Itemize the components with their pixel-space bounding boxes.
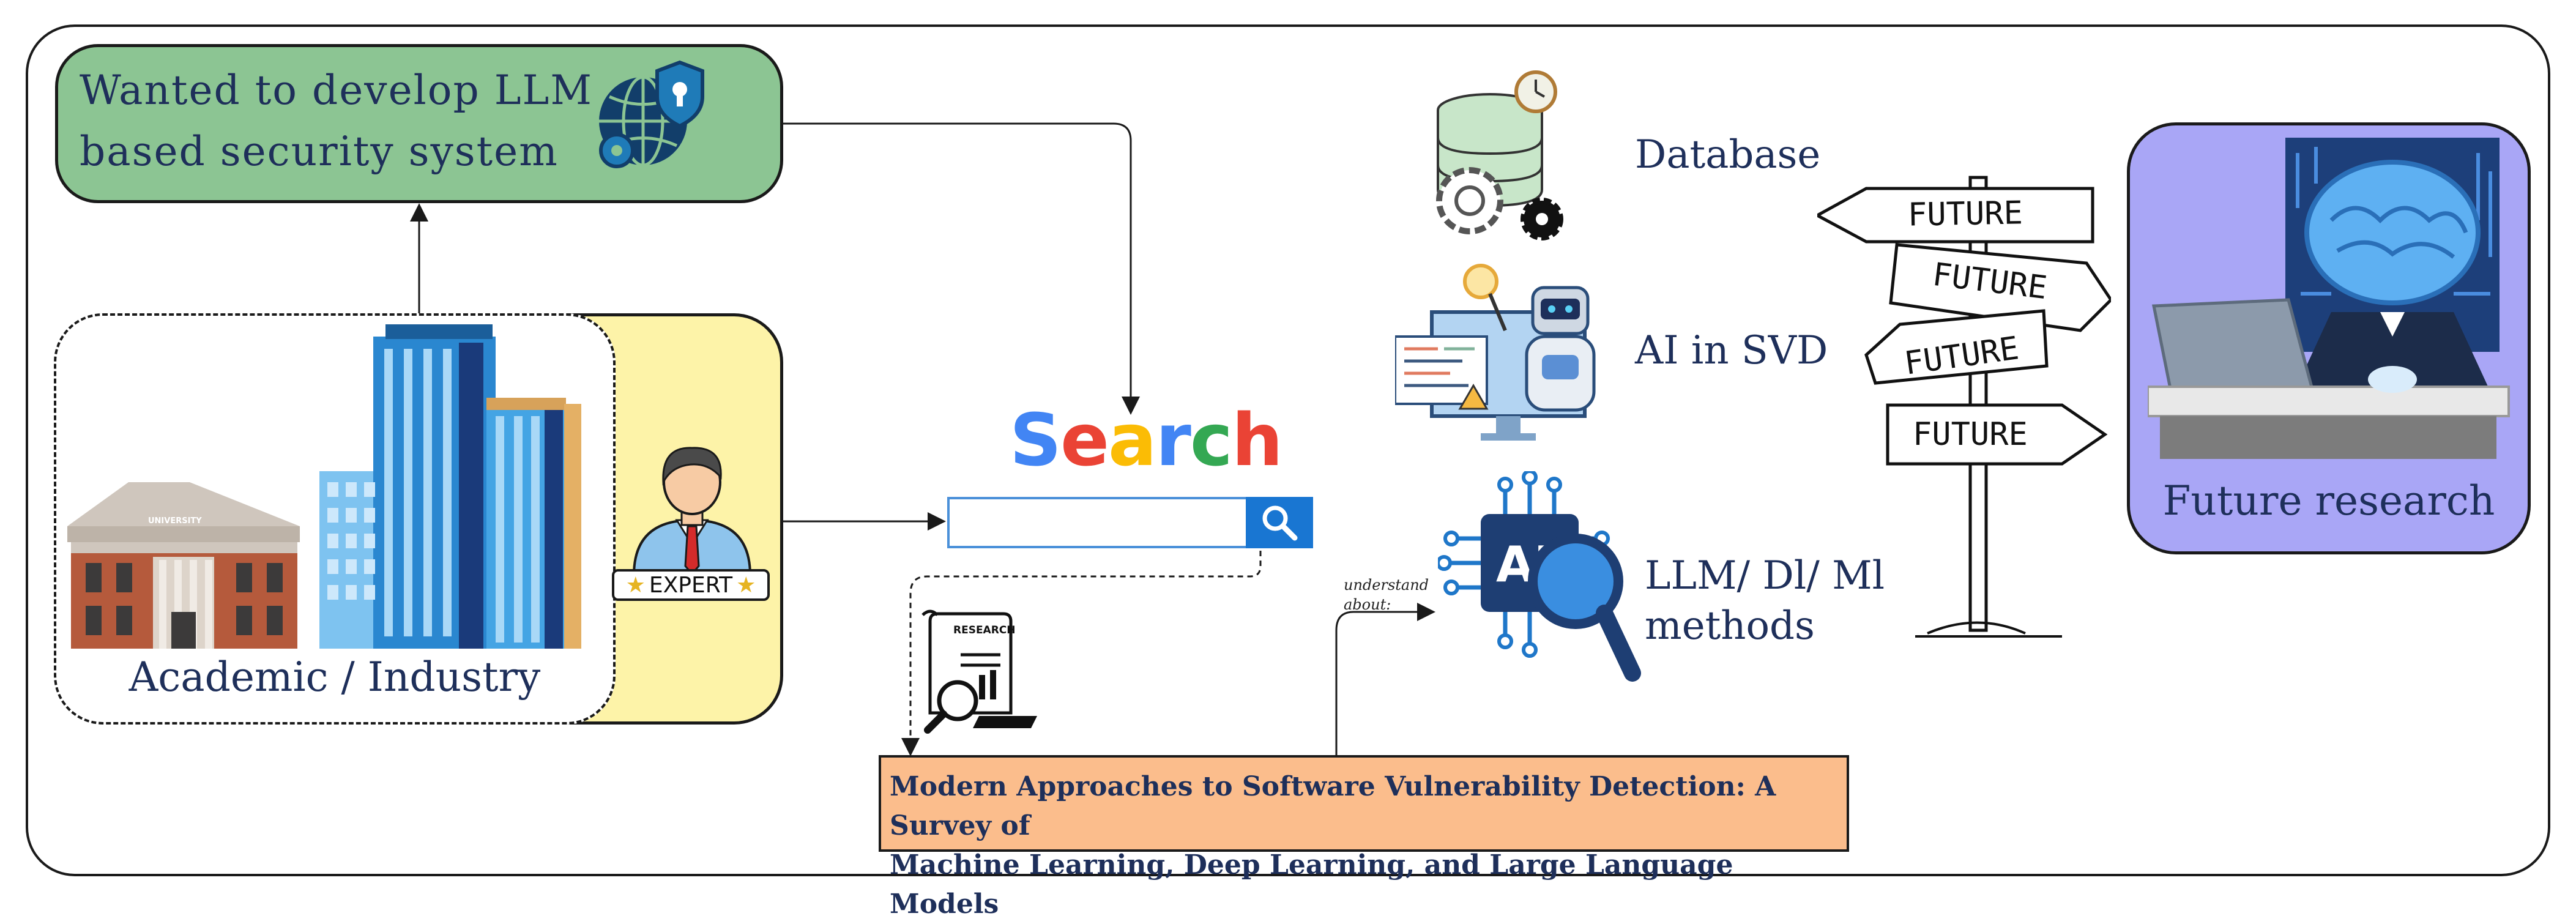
star-icon: ★ xyxy=(625,572,646,598)
llm-label-line-2: methods xyxy=(1645,603,1815,649)
search-letter: r xyxy=(1155,398,1191,482)
goal-line-1: Wanted to develop LLM xyxy=(80,67,593,114)
sign-board-4 xyxy=(1886,403,2108,466)
search-letter: h xyxy=(1231,398,1283,482)
sign-board-1 xyxy=(1817,187,2094,244)
ai-in-svd-label: AI in SVD xyxy=(1635,328,1828,373)
star-icon: ★ xyxy=(736,572,756,598)
goal-text: Wanted to develop LLM based security sys… xyxy=(80,60,594,182)
goal-line-2: based security system xyxy=(80,128,559,175)
globe-security-icon xyxy=(599,60,704,168)
understand-about-annotation: understand about: xyxy=(1344,575,1429,614)
ai-robot-monitor-icon xyxy=(1395,264,1596,441)
magnifier-icon xyxy=(1262,505,1298,541)
llm-dl-ml-label: LLM/ Dl/ Ml methods xyxy=(1645,551,1885,651)
expert-badge-label: EXPERT xyxy=(649,572,733,598)
connector-arrows xyxy=(410,122,1435,756)
search-letter: e xyxy=(1060,398,1109,482)
research-document-icon xyxy=(921,609,1037,734)
paper-title-line-2: Machine Learning, Deep Learning, and Lar… xyxy=(890,849,1733,920)
database-icon xyxy=(1436,70,1563,240)
research-doc-label: RESEARCH xyxy=(953,624,1016,636)
understand-line-1: understand xyxy=(1344,576,1429,594)
search-input[interactable] xyxy=(947,497,1248,548)
expert-person-icon xyxy=(632,447,752,575)
sign-board-2 xyxy=(1889,243,2111,332)
sign-label-4: FUTURE xyxy=(1913,416,2028,453)
expert-badge: ★ EXPERT ★ xyxy=(612,569,770,601)
search-letter: a xyxy=(1108,398,1157,482)
llm-label-line-1: LLM/ Dl/ Ml xyxy=(1645,553,1885,598)
search-title: Search xyxy=(1010,398,1283,482)
university-and-office-buildings-illustration xyxy=(67,324,581,649)
arrow-goal-to-search xyxy=(783,122,1140,415)
university-sign: UNIVERSITY xyxy=(148,516,202,526)
search-letter: S xyxy=(1010,398,1062,482)
database-label: Database xyxy=(1635,132,1821,177)
search-button[interactable] xyxy=(1246,497,1313,548)
sign-board-3 xyxy=(1864,309,2049,385)
paper-title-box: Modern Approaches to Software Vulnerabil… xyxy=(879,755,1849,920)
future-signpost-illustration xyxy=(1817,176,2111,638)
search-letter: c xyxy=(1189,398,1233,482)
understand-line-2: about: xyxy=(1344,596,1391,613)
sign-label-1: FUTURE xyxy=(1907,195,2023,234)
diagram-frame xyxy=(26,24,2550,876)
ai-magnifier-circuit-icon: AI xyxy=(1438,471,1641,682)
paper-title-line-1: Modern Approaches to Software Vulnerabil… xyxy=(890,771,1776,841)
arrow-search-to-paper xyxy=(901,551,1262,756)
future-research-label: Future research xyxy=(2162,477,2495,524)
arrow-paper-to-topics xyxy=(1335,603,1435,755)
academic-industry-label: Academic / Industry xyxy=(128,654,541,701)
ai-brain-researcher-illustration xyxy=(2148,138,2510,459)
